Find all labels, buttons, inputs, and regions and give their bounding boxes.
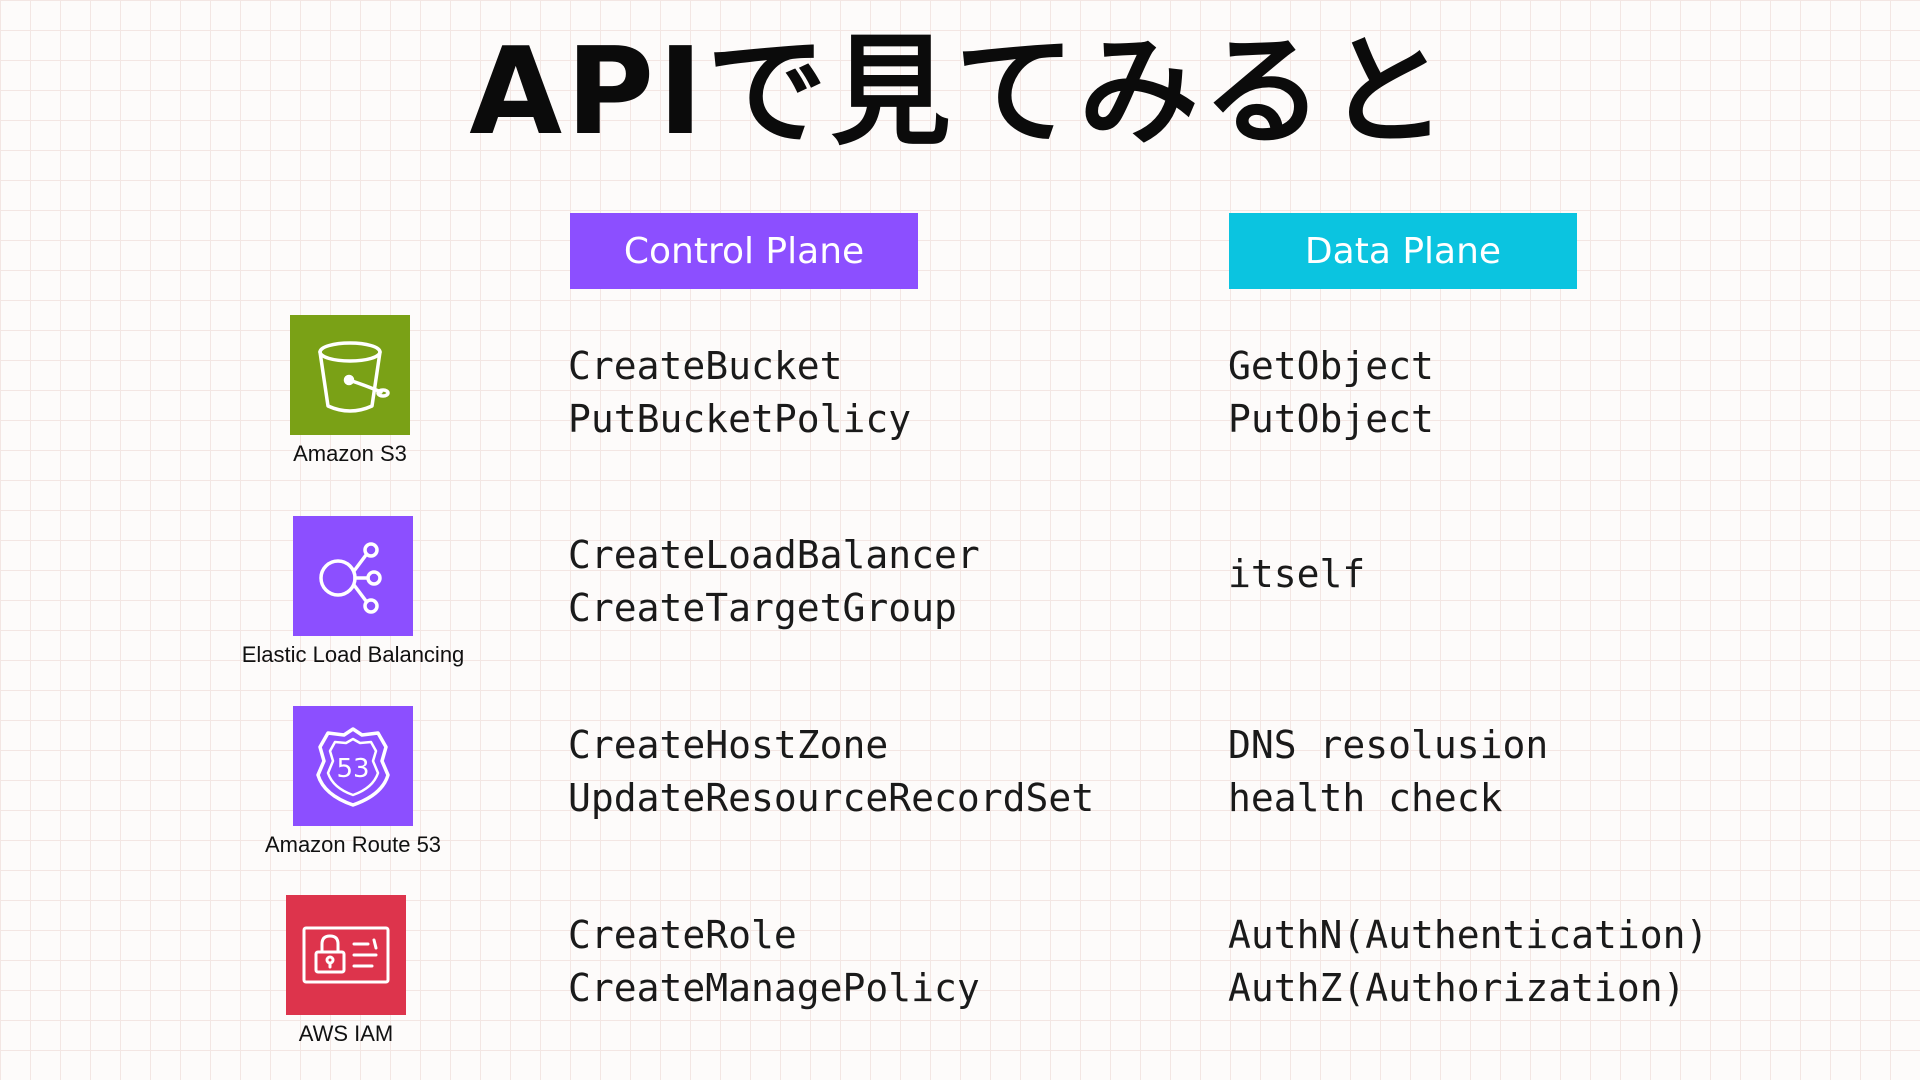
- data-plane-apis-elb: itself: [1228, 548, 1365, 601]
- route53-shield-icon: 53: [293, 706, 413, 826]
- data-plane-header: Data Plane: [1229, 213, 1577, 289]
- api-name: CreateManagePolicy: [568, 966, 980, 1010]
- api-name: UpdateResourceRecordSet: [568, 776, 1095, 820]
- service-elb: Elastic Load Balancing: [203, 516, 503, 668]
- control-plane-apis-route53: CreateHostZone UpdateResourceRecordSet: [568, 719, 1094, 825]
- service-iam: AWS IAM: [196, 895, 496, 1047]
- route53-label: 53: [336, 754, 369, 784]
- api-name: CreateLoadBalancer: [568, 533, 980, 577]
- api-name: CreateTargetGroup: [568, 586, 957, 630]
- api-name: AuthZ(Authorization): [1228, 966, 1686, 1010]
- s3-bucket-icon: [290, 315, 410, 435]
- api-name: health check: [1228, 776, 1503, 820]
- control-plane-apis-iam: CreateRole CreateManagePolicy: [568, 909, 980, 1015]
- data-plane-apis-iam: AuthN(Authentication) AuthZ(Authorizatio…: [1228, 909, 1708, 1015]
- api-name: CreateRole: [568, 913, 797, 957]
- control-plane-apis-s3: CreateBucket PutBucketPolicy: [568, 340, 911, 446]
- api-name: itself: [1228, 552, 1366, 596]
- service-label: Elastic Load Balancing: [241, 642, 465, 667]
- control-plane-label: Control Plane: [623, 230, 865, 272]
- service-s3: Amazon S3: [200, 315, 500, 467]
- api-name: AuthN(Authentication): [1228, 913, 1709, 957]
- data-plane-apis-s3: GetObject PutObject: [1228, 340, 1434, 446]
- api-name: GetObject: [1228, 344, 1434, 388]
- service-route53: 53 Amazon Route 53: [203, 706, 503, 858]
- control-plane-header: Control Plane: [570, 213, 918, 289]
- load-balancer-icon: [293, 516, 413, 636]
- service-label: Amazon Route 53: [264, 832, 442, 857]
- service-label: AWS IAM: [298, 1021, 394, 1046]
- service-label: Amazon S3: [293, 441, 407, 466]
- api-name: CreateBucket: [568, 344, 843, 388]
- api-name: DNS resolusion: [1228, 723, 1549, 767]
- api-name: PutBucketPolicy: [568, 397, 912, 441]
- data-plane-label: Data Plane: [1304, 230, 1502, 272]
- iam-badge-icon: [286, 895, 406, 1015]
- control-plane-apis-elb: CreateLoadBalancer CreateTargetGroup: [568, 529, 980, 635]
- data-plane-apis-route53: DNS resolusion health check: [1228, 719, 1548, 825]
- page-title: APIで見てみると: [469, 23, 1451, 162]
- api-name: PutObject: [1228, 397, 1434, 441]
- api-name: CreateHostZone: [568, 723, 889, 767]
